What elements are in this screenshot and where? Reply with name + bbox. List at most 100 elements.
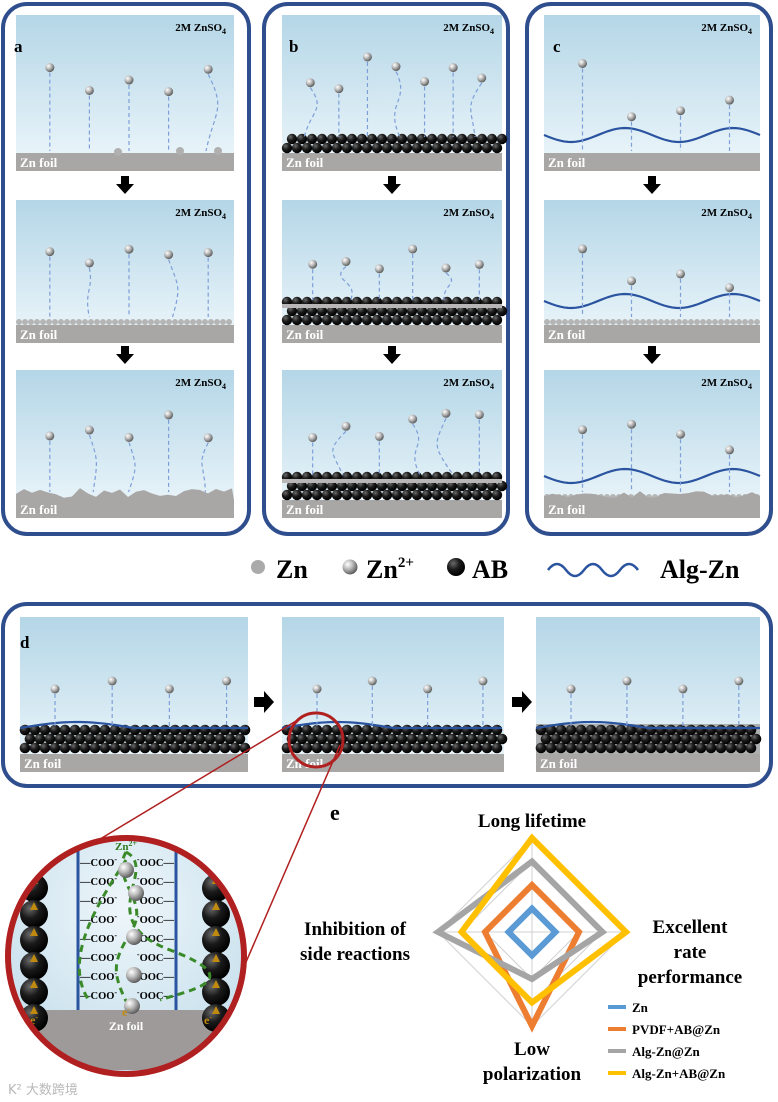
radar-legend-label: Alg-Zn+AB@Zn — [632, 1066, 726, 1081]
radar-legend-label: Alg-Zn@Zn — [632, 1044, 700, 1059]
ab-particle — [209, 724, 221, 736]
coo-text: — — [79, 915, 91, 926]
zn2-ion — [477, 73, 487, 83]
zn-deposit — [136, 319, 142, 325]
zn2-ion — [126, 929, 142, 945]
ab-particle — [29, 742, 41, 754]
zn2-ion — [84, 85, 94, 95]
ab-particle — [645, 724, 657, 736]
ab-particle — [431, 742, 443, 754]
coo-label: COO — [91, 972, 115, 983]
ab-particle — [154, 733, 166, 745]
zn2-ion — [164, 87, 174, 97]
ab-particle — [396, 305, 408, 317]
legend-alg-zn-wave — [547, 562, 639, 578]
ooc-label: OOC — [140, 953, 164, 964]
ab-particle — [476, 305, 488, 317]
ab-particle — [229, 724, 241, 736]
ooc-text: — — [163, 858, 175, 869]
ab-particle — [575, 724, 587, 736]
ab-particle — [730, 733, 742, 745]
zn-deposit — [52, 319, 58, 325]
ab-particle — [431, 314, 443, 326]
alg-zn-layer — [535, 720, 760, 730]
zn-deposit — [22, 319, 28, 325]
zn-deposit — [40, 319, 46, 325]
ab-particle — [291, 314, 303, 326]
coo-group: —COO- — [79, 855, 117, 869]
ab-particle — [356, 480, 368, 492]
zn2-ion — [164, 410, 174, 420]
zn-foil — [282, 500, 502, 518]
ab-particle — [386, 480, 398, 492]
ab-particle — [416, 133, 428, 145]
ab-particle — [224, 733, 236, 745]
cell-d3: Zn foil — [535, 617, 762, 772]
electron-charge: - — [35, 1013, 38, 1022]
ab-particle — [705, 742, 717, 754]
ooc-group: -OOC— — [137, 969, 175, 983]
ab-particle — [461, 142, 473, 154]
ab-particle — [20, 926, 48, 954]
ab-particle — [311, 142, 323, 154]
ab-particle — [169, 724, 181, 736]
ab-particle — [441, 314, 453, 326]
process-arrow-down — [116, 176, 134, 194]
ion-path-arrow — [443, 272, 453, 301]
ion-transport-path — [125, 850, 212, 1002]
ab-particle — [426, 733, 438, 745]
zn2-ion — [45, 63, 55, 73]
zoom-source-circle — [287, 711, 345, 769]
process-arrow-down — [643, 346, 661, 364]
ab-particle — [396, 133, 408, 145]
ooc-charge: - — [137, 912, 140, 921]
ab-particle — [84, 733, 96, 745]
zn2-ion — [203, 248, 213, 258]
ab-particle — [366, 305, 378, 317]
ab-particle — [456, 133, 468, 145]
ab-particle — [149, 742, 161, 754]
ab-particle — [291, 724, 303, 736]
zn-deposit — [556, 319, 562, 325]
ab-particle — [234, 733, 246, 745]
electrolyte — [544, 15, 760, 171]
ab-particle — [401, 742, 413, 754]
ab-particle — [391, 489, 403, 501]
ab-particle — [491, 742, 503, 754]
ab-particle — [640, 733, 652, 745]
ab-particle — [481, 142, 493, 154]
ooc-charge: - — [137, 950, 140, 959]
coo-charge: - — [114, 950, 117, 959]
ab-particle — [124, 733, 136, 745]
zn-deposit — [130, 319, 136, 325]
ab-particle — [89, 724, 101, 736]
ab-particle — [20, 978, 48, 1006]
zn-deposit — [562, 319, 568, 325]
ab-particle — [351, 724, 363, 736]
ab-particle — [214, 733, 226, 745]
ab-particle — [411, 314, 423, 326]
electron-charge: - — [209, 1013, 212, 1022]
electrolyte — [16, 200, 234, 343]
alg-zn-layer — [543, 467, 761, 485]
ab-particle — [54, 733, 66, 745]
zn2-ion — [124, 432, 134, 442]
zn2-ion — [308, 259, 318, 269]
zn-foil-label: Zn foil — [548, 155, 586, 170]
ion-path-arrow — [394, 71, 402, 138]
ab-particle — [461, 742, 473, 754]
panel-d-letter: d — [20, 633, 30, 652]
coo-group: —COO- — [79, 893, 117, 907]
zn2-ion — [627, 419, 636, 429]
ooc-text: — — [163, 953, 175, 964]
coo-text: — — [79, 972, 91, 983]
electrolyte-name: 2M ZnSO — [175, 377, 222, 389]
zn-deposit — [730, 319, 736, 325]
radar-legend-label: PVDF+AB@Zn — [632, 1022, 721, 1037]
process-arrow-down — [116, 346, 134, 364]
zn-deposit — [682, 319, 688, 325]
zn-deposit — [76, 319, 82, 325]
